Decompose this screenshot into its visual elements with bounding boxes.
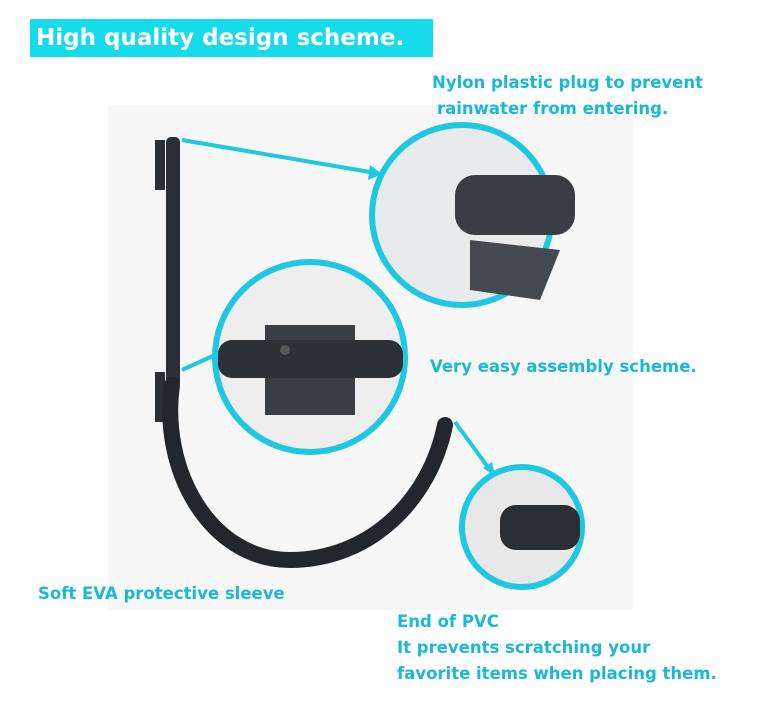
- page-title: High quality design scheme.: [30, 19, 433, 57]
- zoom-circle-plug: [369, 122, 575, 308]
- assembly-label: Very easy assembly scheme.: [430, 357, 697, 376]
- zoom-circle-assembly: [212, 259, 408, 455]
- pvc-label-line2: It prevents scratching your: [397, 638, 651, 657]
- pvc-label-line3: favorite items when placing them.: [397, 664, 717, 683]
- pvc-label-line1: End of PVC: [397, 612, 499, 631]
- zoom-circle-pvc-end: [459, 464, 585, 590]
- hanger-product: [155, 137, 453, 569]
- plug-label-line2: rainwater from entering.: [437, 99, 669, 118]
- sleeve-label: Soft EVA protective sleeve: [38, 584, 285, 603]
- plug-label-line1: Nylon plastic plug to prevent: [432, 73, 703, 92]
